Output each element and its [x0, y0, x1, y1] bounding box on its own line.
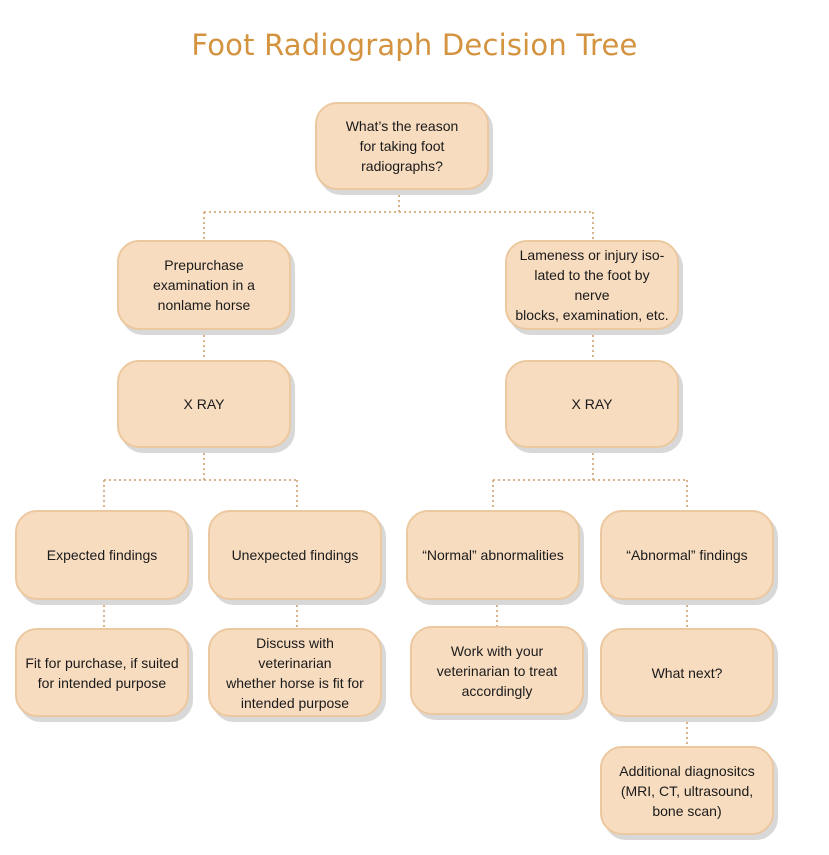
node-discuss-with-veterinarian: Discuss with veterinarian whether horse …	[208, 628, 382, 717]
node-normal-abnormalities: “Normal” abnormalities	[406, 510, 580, 600]
node-unexpected-findings: Unexpected findings	[208, 510, 382, 600]
node-prepurchase: Prepurchase examination in a nonlame hor…	[117, 240, 291, 330]
node-additional-diagnostics: Additional diagnositcs (MRI, CT, ultraso…	[600, 746, 774, 835]
node-xray-left: X RAY	[117, 360, 291, 448]
node-what-next: What next?	[600, 628, 774, 717]
diagram-title: Foot Radiograph Decision Tree	[191, 28, 638, 62]
node-work-with-veterinarian: Work with your veterinarian to treat acc…	[410, 626, 584, 715]
node-fit-for-purchase: Fit for purchase, if suited for intended…	[15, 628, 189, 717]
node-expected-findings: Expected findings	[15, 510, 189, 600]
node-abnormal-findings: “Abnormal” findings	[600, 510, 774, 600]
node-xray-right: X RAY	[505, 360, 679, 448]
node-root-question: What’s the reason for taking foot radiog…	[315, 102, 489, 190]
node-lameness: Lameness or injury iso- lated to the foo…	[505, 240, 679, 330]
